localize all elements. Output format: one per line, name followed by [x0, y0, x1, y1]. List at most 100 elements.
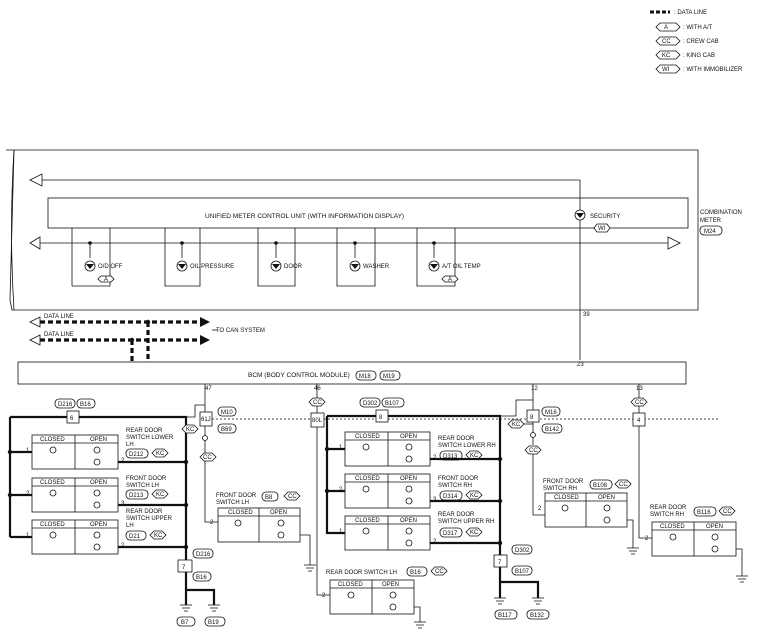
front-door-switch-lh-kc: CLOSED OPEN 2 3 FRONT DOOR SWITCH LH D21… [7, 476, 189, 513]
svg-text:A: A [664, 25, 668, 31]
svg-text:SWITCH LOWER RH: SWITCH LOWER RH [438, 443, 496, 449]
svg-text:M10: M10 [221, 410, 233, 416]
svg-text:OPEN: OPEN [706, 524, 723, 530]
svg-text:8: 8 [530, 415, 534, 421]
indicator-at-oil-temp: A/T OIL TEMP A [416, 228, 481, 287]
meter-connector-badge: M24 [699, 225, 723, 236]
svg-text:B7: B7 [181, 620, 189, 626]
lamp-icon [84, 260, 96, 272]
svg-text:: WITH IMMOBILIZER: : WITH IMMOBILIZER [683, 67, 743, 73]
svg-text:OPEN: OPEN [382, 582, 399, 588]
svg-text:A: A [104, 277, 108, 283]
to-can-label: TO CAN SYSTEM [216, 328, 265, 334]
svg-text:46: 46 [314, 386, 321, 392]
svg-text:REAR DOOR: REAR DOOR [438, 436, 475, 442]
svg-text:: WITH A/T: : WITH A/T [683, 25, 713, 31]
svg-text:B19: B19 [208, 620, 219, 626]
svg-text:CLOSED: CLOSED [40, 437, 65, 443]
svg-text:B16: B16 [196, 575, 207, 581]
svg-text:B8: B8 [265, 495, 273, 501]
svg-text:CLOSED: CLOSED [40, 522, 65, 528]
bus-arrow-left-mid [29, 236, 41, 250]
svg-text:SWITCH UPPER: SWITCH UPPER [126, 516, 173, 522]
svg-text:2: 2 [645, 536, 649, 542]
svg-text:12: 12 [531, 386, 538, 392]
svg-text:B132: B132 [530, 613, 545, 619]
svg-text:LH: LH [126, 523, 134, 529]
svg-text:KC: KC [470, 453, 479, 459]
svg-text:D302: D302 [363, 401, 378, 407]
data-line-2-label: DATA LINE [44, 332, 74, 338]
svg-text:WASHER: WASHER [363, 264, 390, 270]
svg-text:SWITCH RH: SWITCH RH [438, 483, 472, 489]
ground-icon [208, 604, 220, 612]
meter-control-unit-title: UNIFIED METER CONTROL UNIT (WITH INFORMA… [205, 213, 404, 220]
svg-text:B69: B69 [221, 427, 232, 433]
svg-text:D314: D314 [443, 494, 458, 500]
svg-text:O/D OFF: O/D OFF [98, 264, 123, 270]
svg-text:CC: CC [619, 482, 628, 488]
svg-text:CLOSED: CLOSED [338, 582, 363, 588]
svg-text:CC: CC [435, 569, 444, 575]
svg-text:6: 6 [70, 416, 74, 422]
indicator-door: DOOR [257, 228, 303, 287]
svg-text:SWITCH LH: SWITCH LH [126, 483, 159, 489]
indicator-washer: WASHER [336, 228, 390, 287]
svg-text:47: 47 [205, 386, 212, 392]
svg-text:D216: D216 [196, 552, 211, 558]
bcm: BCM (BODY CONTROL MODULE) M18 M19 23 47 … [17, 361, 687, 392]
svg-text:2: 2 [210, 520, 214, 526]
legend-king-cab: KC : KING CAB [655, 50, 715, 60]
bus-arrow-right-mid [667, 236, 681, 250]
svg-text:B16: B16 [80, 402, 91, 408]
svg-text:CLOSED: CLOSED [554, 495, 579, 501]
svg-text:OPEN: OPEN [400, 518, 417, 524]
combination-meter: UNIFIED METER CONTROL UNIT (WITH INFORMA… [6, 149, 742, 360]
rear-door-switch-upper-rh: CLOSED OPEN 1 2 REAR DOOR SWITCH UPPER R… [325, 512, 503, 551]
legend-data-line: : DATA LINE [674, 10, 707, 16]
svg-text:SWITCH LOWER: SWITCH LOWER [126, 435, 174, 441]
legend: : DATA LINE A : WITH A/T CC : CREW CAB K… [650, 10, 743, 74]
legend-crew-cab: CC : CREW CAB [655, 36, 719, 46]
svg-text:CLOSED: CLOSED [228, 510, 253, 516]
svg-text:39: 39 [583, 312, 590, 318]
lamp-icon [428, 260, 440, 272]
ground-icon [180, 604, 192, 612]
legend-with-at: A : WITH A/T [655, 22, 713, 32]
svg-text:D216: D216 [58, 402, 73, 408]
svg-text:4: 4 [637, 418, 641, 424]
svg-text:13: 13 [636, 386, 643, 392]
svg-text:KC: KC [662, 53, 671, 59]
rear-door-switch-lh-cc: CLOSED OPEN 2 REAR DOOR SWITCH LH B16 CC [322, 566, 448, 629]
svg-text:8: 8 [379, 415, 383, 421]
svg-text:KC: KC [186, 427, 195, 433]
svg-text:D302: D302 [515, 548, 530, 554]
ground-icon [414, 621, 426, 629]
svg-text:D212: D212 [129, 452, 144, 458]
svg-text:A: A [448, 277, 452, 283]
rear-door-switch-upper-lh: CLOSED OPEN 1 2 REAR DOOR SWITCH UPPER L… [10, 509, 189, 555]
svg-text:CC: CC [288, 494, 297, 500]
svg-text:B107: B107 [385, 401, 400, 407]
svg-text:23: 23 [577, 362, 584, 368]
lamp-icon [270, 260, 282, 272]
ground-icon [736, 575, 748, 583]
svg-text:CLOSED: CLOSED [355, 434, 380, 440]
svg-text:CC: CC [529, 448, 538, 454]
svg-text:KC: KC [156, 451, 165, 457]
svg-text:7: 7 [182, 565, 186, 571]
svg-text:80L: 80L [312, 418, 323, 424]
svg-text:D213: D213 [129, 493, 144, 499]
svg-text:REAR DOOR SWITCH LH: REAR DOOR SWITCH LH [326, 570, 397, 576]
svg-text:OPEN: OPEN [400, 434, 417, 440]
svg-text:CC: CC [203, 455, 212, 461]
svg-text:OPEN: OPEN [90, 480, 107, 486]
ground-icon [532, 597, 544, 605]
indicator-oil-pressure: OIL PRESSURE [164, 228, 234, 287]
svg-text:B16: B16 [410, 570, 421, 576]
svg-text:REAR DOOR: REAR DOOR [126, 509, 163, 515]
svg-text:SWITCH RH: SWITCH RH [543, 486, 577, 492]
svg-text:CLOSED: CLOSED [40, 480, 65, 486]
svg-text:SWITCH LH: SWITCH LH [216, 500, 249, 506]
